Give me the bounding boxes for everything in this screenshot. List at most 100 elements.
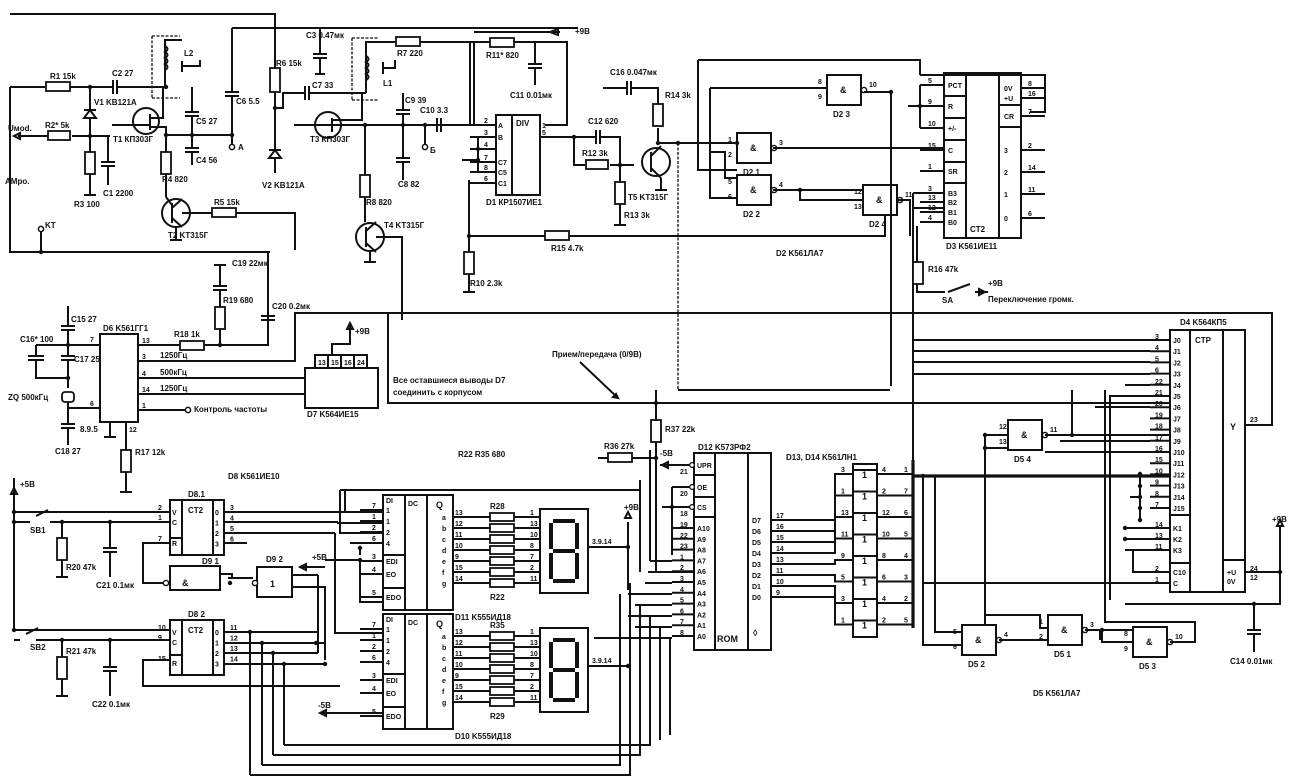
test-point-kt[interactable] (37, 225, 45, 233)
capacitor-c16 (626, 81, 632, 95)
svg-text:c: c (442, 537, 446, 544)
label-c10: C10 3.3 (420, 106, 449, 115)
svg-text:12: 12 (854, 189, 862, 196)
resistor-segment (489, 578, 515, 588)
svg-text:7: 7 (158, 536, 162, 543)
label-d81: D8.1 (188, 490, 205, 499)
resistor-r3 (84, 151, 96, 175)
ic-d7 (304, 367, 379, 409)
label-r10: R10 2.3k (470, 279, 503, 288)
svg-text:D5: D5 (752, 540, 761, 547)
svg-text:10: 10 (158, 625, 166, 632)
inductor-l2 (163, 45, 169, 71)
svg-text:22: 22 (680, 533, 688, 540)
label-f3: 1250Гц (160, 384, 187, 393)
resistor-segment (489, 534, 515, 544)
test-point-a[interactable] (228, 143, 236, 151)
gate-d9-2 (256, 566, 293, 598)
label-d2: D2 K561ЛА7 (776, 249, 824, 258)
dec-decoder-d10-ctrl-2-signal: EDO (386, 714, 402, 721)
resistor-segment (489, 697, 515, 707)
label-kt: KT (45, 221, 56, 230)
svg-text:13: 13 (1155, 533, 1163, 540)
svg-text:9: 9 (818, 94, 822, 101)
dec-decoder-d10-in-0-signal: 1 (386, 627, 390, 634)
buffer-4: 1 (862, 556, 867, 566)
svg-text:19: 19 (680, 522, 688, 529)
svg-text:1: 1 (530, 510, 534, 517)
resistor-segment (489, 556, 515, 566)
svg-text:2: 2 (1004, 170, 1008, 177)
resistor-r10 (463, 251, 475, 275)
label-sb2[interactable]: SB2 (30, 643, 46, 652)
resistor-r37 (650, 419, 662, 443)
capacitor-c17 (61, 345, 75, 388)
gate-d5-2-func: & (975, 635, 982, 645)
label-volume-switch[interactable]: Переключение громк. (988, 295, 1074, 304)
label-zq: ZQ 500кГц (8, 393, 48, 402)
label-c11: C11 0.01мк (510, 91, 553, 100)
svg-text:1: 1 (904, 467, 908, 474)
svg-text:PCT: PCT (948, 83, 963, 90)
svg-text:9: 9 (158, 635, 162, 642)
label-r11: R11* 820 (486, 51, 519, 60)
label-trim: 8.9.5 (80, 425, 98, 434)
test-point-freq[interactable] (184, 406, 192, 414)
svg-text:6: 6 (728, 194, 732, 201)
capacitor-c5 (185, 87, 199, 135)
svg-text:11: 11 (530, 695, 538, 702)
label-r36: R36 27k (604, 442, 635, 451)
svg-text:8: 8 (1124, 631, 1128, 638)
svg-text:7: 7 (680, 619, 684, 626)
svg-text:5: 5 (230, 526, 234, 533)
svg-text:3: 3 (680, 576, 684, 583)
svg-text:13: 13 (530, 640, 538, 647)
svg-text:12: 12 (230, 636, 238, 643)
svg-text:2: 2 (215, 651, 219, 658)
svg-text:0V: 0V (1004, 86, 1013, 93)
label-t3: T3 КП303Г (310, 135, 351, 144)
rom-sym: ◊ (753, 628, 758, 638)
svg-text:DI: DI (386, 617, 393, 624)
svg-text:4: 4 (1004, 632, 1008, 639)
resistor-r18 (179, 340, 205, 351)
svg-text:6: 6 (230, 537, 234, 544)
resistor-r4 (160, 151, 172, 175)
svg-text:12: 12 (999, 424, 1007, 431)
svg-text:14: 14 (1155, 522, 1163, 529)
svg-text:1: 1 (728, 137, 732, 144)
gate-d2-1 (736, 132, 772, 164)
label-d5: D5 K561ЛА7 (1033, 689, 1081, 698)
dec-decoder-d11-in-3-number: 6 (372, 536, 376, 543)
label-r5: R5 15k (214, 198, 240, 207)
svg-text:J3: J3 (1173, 372, 1181, 379)
resistor-segment (489, 642, 515, 652)
d81-func: CT2 (188, 506, 204, 515)
label-ampo: АМро. (5, 177, 29, 186)
d1-pin-3-number: 3 (484, 130, 488, 137)
svg-text:3: 3 (215, 542, 219, 549)
svg-text:10: 10 (455, 543, 463, 550)
label-sb1[interactable]: SB1 (30, 526, 46, 535)
gate-d5-1-func: & (1061, 625, 1068, 635)
svg-text:7: 7 (1155, 502, 1159, 509)
svg-text:A4: A4 (697, 591, 706, 598)
svg-text:A2: A2 (697, 612, 706, 619)
svg-text:Q: Q (436, 500, 443, 510)
svg-text:V: V (172, 510, 177, 517)
svg-text:12: 12 (882, 510, 890, 517)
test-point-b[interactable] (421, 143, 429, 151)
svg-text:C: C (948, 148, 953, 155)
label-v1: V1 KB121A (94, 98, 137, 107)
svg-text:10: 10 (1155, 468, 1163, 475)
d91-func: & (182, 578, 189, 588)
svg-text:2: 2 (215, 531, 219, 538)
svg-text:2: 2 (680, 565, 684, 572)
label-c6: C6 5.5 (236, 97, 260, 106)
svg-text:16: 16 (1155, 446, 1163, 453)
svg-text:3: 3 (215, 662, 219, 669)
svg-text:R: R (172, 541, 177, 548)
svg-text:a: a (442, 515, 446, 522)
